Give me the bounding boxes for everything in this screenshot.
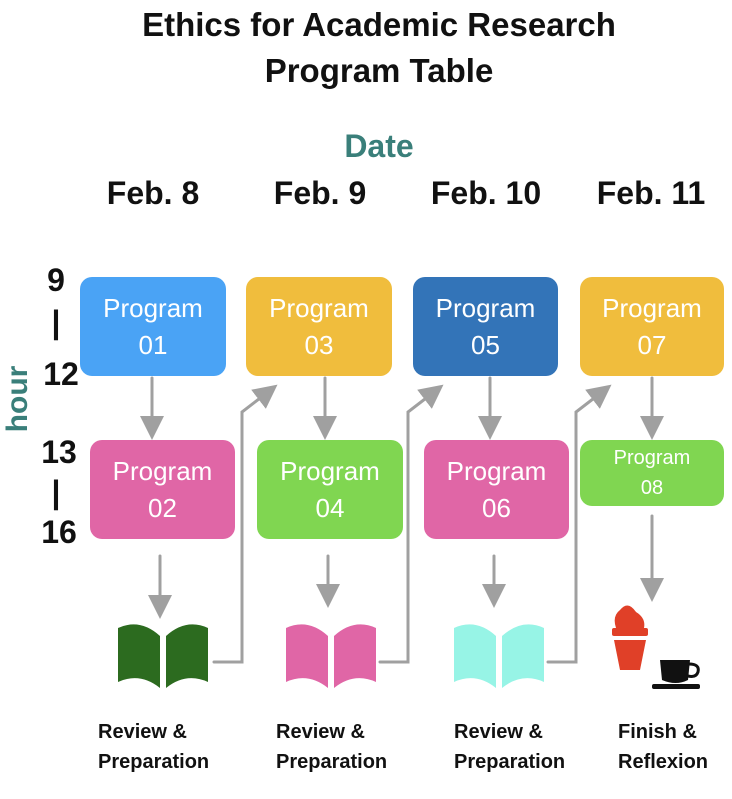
caption-line: Review & xyxy=(454,721,543,743)
program-number: 06 xyxy=(482,492,511,523)
program-box-02: Program 02 xyxy=(90,440,235,539)
program-label: Program xyxy=(112,456,213,487)
program-label: Program xyxy=(103,293,203,324)
open-book-icon xyxy=(286,624,376,688)
program-label: Program xyxy=(280,456,380,487)
coffee-cup-icon xyxy=(652,660,700,689)
date-column-header: Feb. 10 xyxy=(430,175,542,211)
hour-separator: | xyxy=(51,304,61,340)
hour-axis-label: hour xyxy=(1,365,34,433)
program-number: 08 xyxy=(640,477,664,499)
caption-review-preparation: Review & Preparation xyxy=(276,717,387,777)
caption-line: Preparation xyxy=(276,751,388,773)
arrow-book2-p05 xyxy=(378,384,444,664)
program-label: Program xyxy=(446,456,547,487)
open-book-icon xyxy=(454,624,544,688)
caption-finish-reflexion: Finish & Reflexion xyxy=(618,717,708,777)
arrow-book1-p03 xyxy=(212,384,278,664)
caption-review-preparation: Review & Preparation xyxy=(98,717,209,777)
hour-16: 16 xyxy=(41,514,77,550)
caption-line: Review & xyxy=(276,721,365,743)
hour-9: 9 xyxy=(47,262,65,298)
program-box-07: Program 07 xyxy=(580,277,724,376)
hour-12: 12 xyxy=(43,356,79,392)
program-number: 01 xyxy=(138,329,168,360)
program-label: Program xyxy=(613,447,691,469)
program-label: Program xyxy=(435,293,536,324)
arrow-book3-p07 xyxy=(546,384,612,664)
program-number: 02 xyxy=(148,492,177,523)
hour-13: 13 xyxy=(41,434,77,470)
caption-line: Finish & xyxy=(618,721,697,743)
program-label: Program xyxy=(269,293,369,324)
date-column-header: Feb. 8 xyxy=(106,175,200,211)
program-box-03: Program 03 xyxy=(246,277,392,376)
hour-separator: | xyxy=(51,474,61,510)
program-box-08: Program 08 xyxy=(580,440,724,506)
program-box-04: Program 04 xyxy=(257,440,403,539)
title-line-2: Program Table xyxy=(264,52,494,89)
program-label: Program xyxy=(602,293,702,324)
caption-line: Preparation xyxy=(454,751,566,773)
caption-line: Review & xyxy=(98,721,187,743)
program-number: 04 xyxy=(315,492,345,523)
date-column-header: Feb. 11 xyxy=(596,175,706,211)
program-number: 05 xyxy=(471,329,500,360)
date-axis-label: Date xyxy=(344,128,414,164)
caption-review-preparation: Review & Preparation xyxy=(454,717,565,777)
date-column-header: Feb. 9 xyxy=(273,175,367,211)
program-number: 07 xyxy=(637,329,667,360)
title-line-1: Ethics for Academic Research xyxy=(142,6,616,43)
program-box-05: Program 05 xyxy=(413,277,558,376)
ice-cream-icon xyxy=(612,605,648,670)
program-number: 03 xyxy=(304,329,334,360)
caption-line: Reflexion xyxy=(618,751,709,773)
program-box-01: Program 01 xyxy=(80,277,226,376)
caption-line: Preparation xyxy=(98,751,210,773)
program-box-06: Program 06 xyxy=(424,440,569,539)
open-book-icon xyxy=(118,624,208,688)
